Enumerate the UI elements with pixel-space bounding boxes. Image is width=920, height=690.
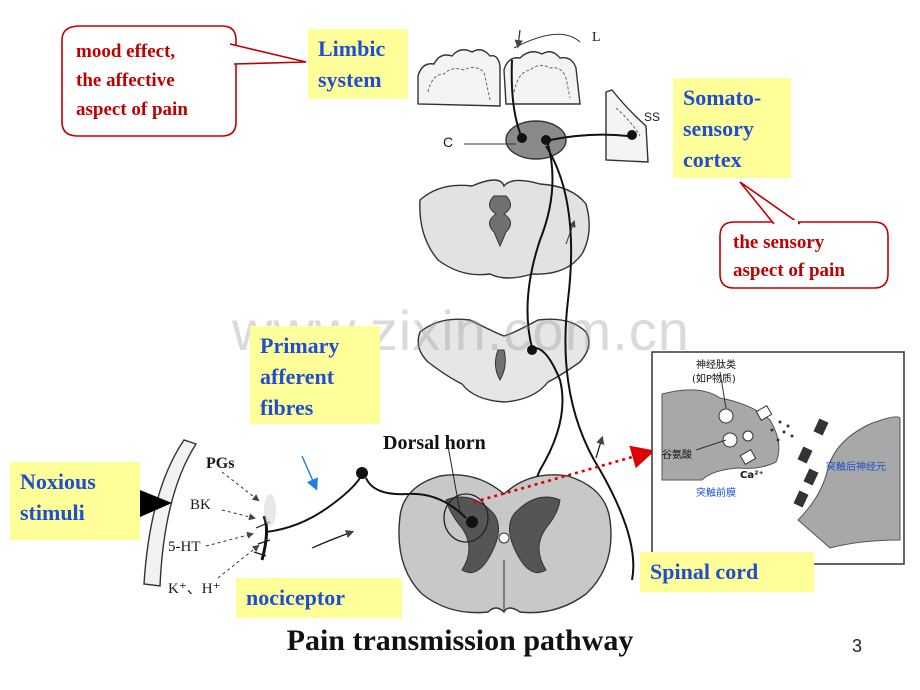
spinal-cord-section <box>398 445 612 614</box>
slide-title: Pain transmission pathway <box>286 624 634 657</box>
brain-letter-l: L <box>592 30 601 45</box>
brain-letter-c: C <box>443 134 454 150</box>
inset-glutamate-label: 谷氨酸 <box>662 450 692 461</box>
inset-presynaptic-label: 突触前膜 <box>696 488 736 499</box>
mediator-5ht: 5-HT <box>168 539 201 555</box>
blue-pointer-arrow <box>301 455 318 491</box>
brain-letter-ss: SS <box>644 110 661 124</box>
mood-callout-text: mood effect, the affective aspect of pai… <box>76 41 188 120</box>
mediator-pgs: PGs <box>206 455 235 472</box>
primary-afferent-fibre <box>265 435 605 549</box>
nociceptor-label: nociceptor <box>236 578 402 618</box>
noxious-stimuli-label: Noxious stimuli <box>10 462 140 540</box>
dorsal-horn-to-inset-arrow <box>473 445 656 504</box>
inset-postsynaptic-label: 突触后神经元 <box>826 462 886 473</box>
sensory-callout-text: the sensory aspect of pain <box>733 232 845 281</box>
sensory-callout-pointer <box>739 181 801 225</box>
midbrain-section <box>419 179 590 279</box>
synapse-inset <box>651 351 905 565</box>
inset-neuropeptide-label: 神经肽类 <box>696 360 736 371</box>
mediator-ions: K⁺、H⁺ <box>168 581 221 597</box>
inset-substance-p-label: (如P物质) <box>692 374 736 385</box>
page-number: 3 <box>852 636 863 656</box>
mediator-bk: BK <box>190 497 211 513</box>
primary-afferent-fibres-label: Primary afferent fibres <box>250 326 380 424</box>
mood-callout-pointer <box>229 43 307 65</box>
skin-tissue <box>143 439 276 587</box>
mood-callout-bubble <box>61 25 237 137</box>
limbic-system-label: Limbic system <box>308 29 408 99</box>
mediator-arrows <box>205 471 260 579</box>
somatosensory-cortex-label: Somato- sensory cortex <box>673 78 791 178</box>
medulla-section <box>417 318 590 403</box>
thalamus <box>464 120 629 160</box>
somatosensory-cortex-section <box>605 89 649 163</box>
inset-calcium-label: Ca²⁺ <box>740 470 764 481</box>
spinal-cord-label: Spinal cord <box>640 552 814 592</box>
dorsal-horn-label: Dorsal horn <box>383 432 486 454</box>
sensory-callout-bubble <box>719 221 889 289</box>
cerebral-cortex-section <box>417 29 581 107</box>
